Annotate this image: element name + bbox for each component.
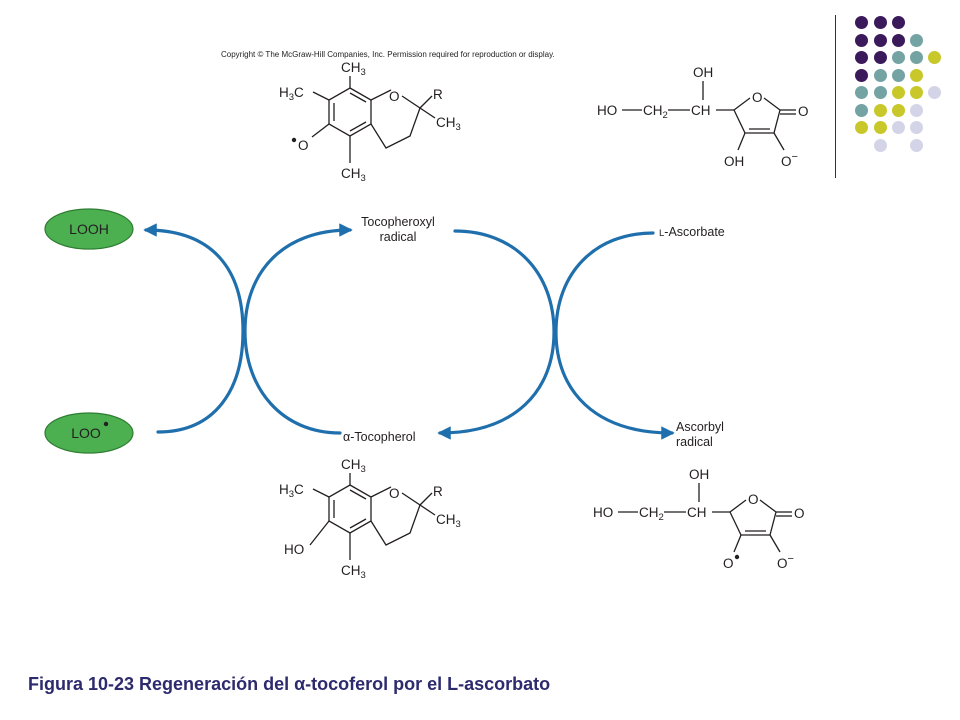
reaction-arrows xyxy=(143,223,675,440)
dot xyxy=(855,86,868,99)
arrow-loo-to-looh xyxy=(143,223,245,434)
vertical-rule xyxy=(835,15,836,178)
ascorbate-atoms: HO CH2 CH OH O O OH O− xyxy=(597,65,809,169)
arrow-tocopherol-to-tocopheroxyl xyxy=(243,223,353,435)
atom-label: O xyxy=(389,89,400,104)
ascorbyl-label-line1: Ascorbyl xyxy=(676,420,724,434)
atom-label: O xyxy=(798,104,809,119)
dot xyxy=(892,121,905,134)
tocopheroxyl-label-line2: radical xyxy=(380,230,417,244)
dot xyxy=(855,69,868,82)
atom-label: CH3 xyxy=(436,512,461,530)
atom-label: R xyxy=(433,87,443,102)
atom-label: CH2 xyxy=(643,103,668,121)
ascorbate-structure xyxy=(622,81,796,151)
dot xyxy=(874,121,887,134)
atom-label: CH xyxy=(691,103,711,118)
tocopherol-structure xyxy=(309,473,436,560)
dot xyxy=(855,34,868,47)
atom-label: OH xyxy=(689,467,709,482)
dot xyxy=(892,51,905,64)
atom-label: R xyxy=(433,484,443,499)
dot xyxy=(874,104,887,117)
loo-pill: LOO xyxy=(44,412,134,454)
arrow-ascorbate-to-ascorbyl xyxy=(554,231,675,440)
dot xyxy=(910,34,923,47)
dot xyxy=(928,51,941,64)
dot xyxy=(928,86,941,99)
dot xyxy=(874,51,887,64)
dot xyxy=(874,34,887,47)
ascorbate-label-prefix: L xyxy=(659,228,664,239)
atom-label: OH xyxy=(724,154,744,169)
atom-label: CH3 xyxy=(436,115,461,133)
dot xyxy=(874,69,887,82)
atom-label: O xyxy=(723,556,734,571)
tocopheroxyl-atoms: CH3 H3C O R CH3 O CH3 xyxy=(279,60,461,184)
dot xyxy=(874,16,887,29)
atom-label: HO xyxy=(284,542,304,557)
atom-label: H3C xyxy=(279,482,304,500)
ascorbyl-structure xyxy=(618,483,792,553)
atom-label: O− xyxy=(777,553,794,571)
atom-label: CH3 xyxy=(341,457,366,475)
pyran-ring xyxy=(370,95,421,149)
dot xyxy=(910,86,923,99)
ascorbate-label-name: -Ascorbate xyxy=(664,225,724,239)
arrow-tocopheroxyl-to-tocopherol xyxy=(437,229,556,440)
dot xyxy=(855,121,868,134)
dot xyxy=(892,16,905,29)
copyright-notice: Copyright © The McGraw-Hill Companies, I… xyxy=(221,50,555,59)
benzene-ring xyxy=(328,484,372,534)
dot xyxy=(892,104,905,117)
radical-dot xyxy=(103,421,109,427)
atom-label: O xyxy=(389,486,400,501)
atom-label: CH3 xyxy=(341,60,366,78)
atom-label: CH xyxy=(687,505,707,520)
atom-label: HO xyxy=(593,505,613,520)
tocopherol-label: α-Tocopherol xyxy=(343,430,416,444)
dot xyxy=(910,69,923,82)
benzene-ring xyxy=(328,87,372,137)
dot xyxy=(874,86,887,99)
atom-label: O xyxy=(748,492,759,507)
atom-label: CH2 xyxy=(639,505,664,523)
dot xyxy=(910,121,923,134)
dot xyxy=(910,104,923,117)
atom-label: CH3 xyxy=(341,166,366,184)
dot xyxy=(855,51,868,64)
radical-dot xyxy=(291,137,297,143)
ascorbate-label: L-Ascorbate xyxy=(659,225,725,239)
atom-label: H3C xyxy=(279,85,304,103)
dot xyxy=(892,69,905,82)
looh-pill: LOOH xyxy=(44,208,134,250)
ring-to-O xyxy=(370,89,392,101)
dot xyxy=(855,16,868,29)
loo-label: LOO xyxy=(71,425,101,441)
dot xyxy=(855,104,868,117)
atom-label: OH xyxy=(693,65,713,80)
looh-label: LOOH xyxy=(69,221,109,237)
dot xyxy=(910,139,923,152)
figure-caption: Figura 10-23 Regeneración del α-tocofero… xyxy=(28,674,551,694)
tocopherol-atoms: CH3 H3C O R CH3 HO CH3 xyxy=(279,457,461,581)
lactone-C-O xyxy=(733,97,751,111)
atom-label: O xyxy=(794,506,805,521)
dot xyxy=(892,34,905,47)
atom-label: HO xyxy=(597,103,617,118)
atom-label: O xyxy=(752,90,763,105)
tocopheroxyl-label-line1: Tocopheroxyl xyxy=(361,215,435,229)
dot xyxy=(874,139,887,152)
radical-dot xyxy=(734,554,740,560)
tocopheroxyl-structure xyxy=(311,76,436,163)
dot xyxy=(910,51,923,64)
atom-label: CH3 xyxy=(341,563,366,581)
atom-label: O xyxy=(298,138,309,153)
ascorbyl-atoms: HO CH2 CH OH O O O O− xyxy=(593,467,805,571)
atom-label: O− xyxy=(781,151,798,169)
ascorbyl-label-line2: radical xyxy=(676,435,713,449)
dot xyxy=(892,86,905,99)
